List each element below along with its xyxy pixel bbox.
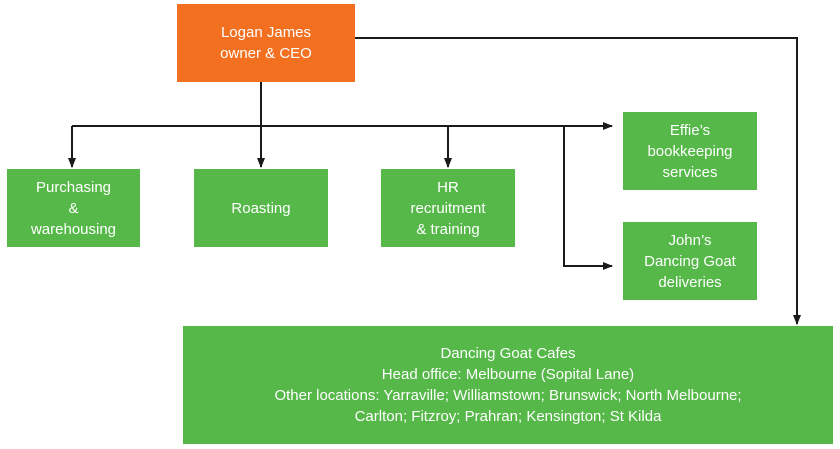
node-john-line-1: John’s (668, 231, 712, 249)
node-john-line-3: deliveries (658, 273, 722, 291)
node-effie-line-1: Effie’s (669, 121, 711, 139)
node-roasting: Roasting (194, 169, 328, 247)
node-hr-line-2: recruitment (410, 199, 486, 217)
node-john-line-2: Dancing Goat (644, 252, 736, 270)
connector-to-john (563, 126, 613, 270)
node-ceo: Logan James owner & CEO (177, 4, 355, 82)
node-ceo-line-2: owner & CEO (220, 45, 312, 62)
node-ceo-line-1: Logan James (220, 24, 312, 41)
node-cafes-line-4: Carlton; Fitzroy; Prahran; Kensington; S… (354, 408, 662, 425)
node-hr-line-3: & training (416, 220, 480, 238)
node-effie: Effie’s bookkeeping services (623, 112, 757, 190)
node-cafes: Dancing Goat Cafes Head office: Melbourn… (183, 326, 833, 444)
node-purchasing-line-2: & (68, 199, 79, 217)
node-roasting-line-1: Roasting (231, 199, 291, 217)
node-purchasing: Purchasing & warehousing (7, 169, 140, 247)
node-john: John’s Dancing Goat deliveries (623, 222, 757, 300)
node-hr-line-1: HR (437, 178, 459, 196)
node-hr: HR recruitment & training (381, 169, 515, 247)
node-cafes-line-3: Other locations: Yarraville; Williamstow… (274, 387, 742, 404)
node-cafes-line-2: Head office: Melbourne (Sopital Lane) (381, 366, 635, 383)
node-cafes-line-1: Dancing Goat Cafes (440, 345, 576, 362)
connector-to-cafes (355, 37, 801, 325)
node-purchasing-line-3: warehousing (30, 220, 117, 238)
node-purchasing-line-1: Purchasing (35, 178, 112, 196)
node-effie-line-3: services (662, 163, 718, 181)
node-effie-line-2: bookkeeping (647, 142, 733, 160)
